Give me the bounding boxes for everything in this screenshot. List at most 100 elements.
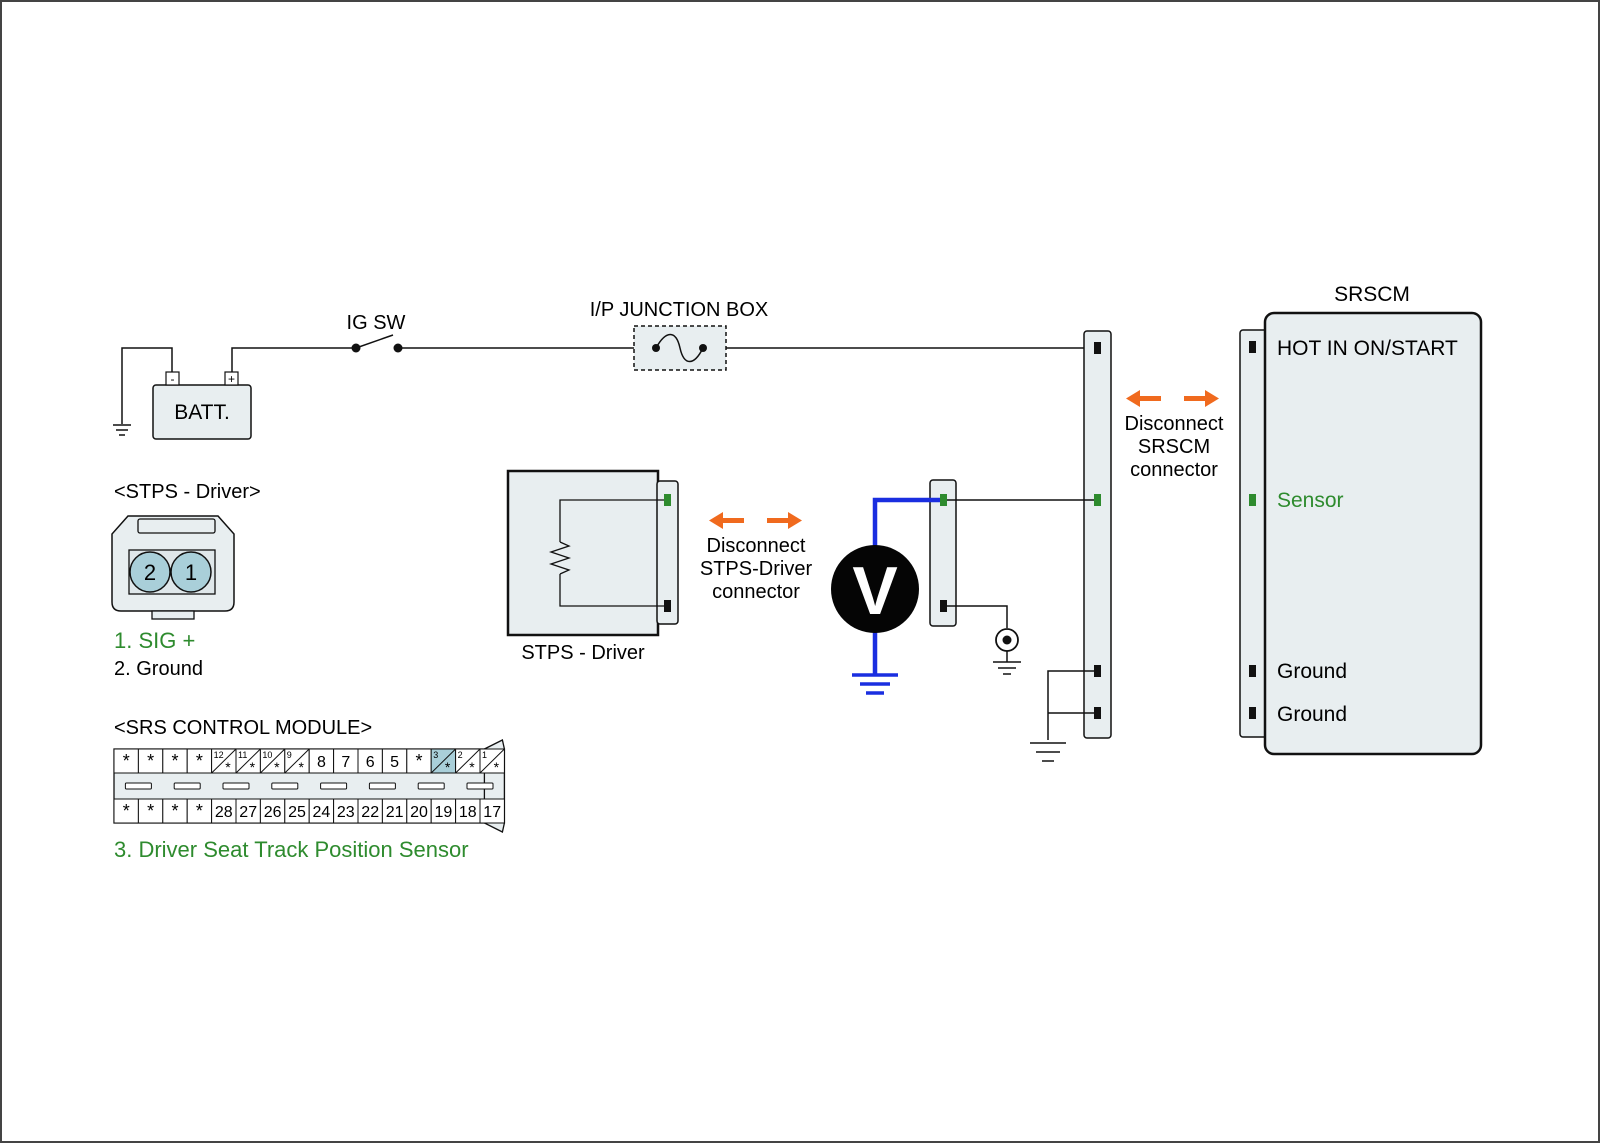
srs-pin-label-22: 22 <box>361 804 379 821</box>
battery-negative-terminal <box>165 371 180 386</box>
battery-positive-terminal <box>224 371 239 386</box>
srs-pin-bottom-17 <box>479 798 505 824</box>
srs-pin-bottom-* <box>162 798 188 824</box>
resistor-icon <box>548 541 572 575</box>
srs-pin-bottom-22 <box>357 798 383 824</box>
srs-pin-bottom-* <box>113 798 139 824</box>
disconnect-stps-line2: STPS-Driver <box>700 558 813 580</box>
srs-pin-number-1: 1 <box>482 750 487 760</box>
disconnect-arrows-icon <box>709 512 802 529</box>
srs-pin-label-23: 23 <box>337 804 355 821</box>
srs-pin-label-*: * <box>196 751 203 771</box>
battery-positive-label: + <box>228 372 235 386</box>
meter-positive-lead <box>872 497 940 548</box>
srs-pin-top-* <box>406 748 432 774</box>
srs-pin-bottom-18 <box>455 798 481 824</box>
srs-pin-label-*: * <box>415 751 422 771</box>
stps-pin-1-label: 1 <box>185 560 197 585</box>
harness-pin-hot <box>1094 342 1101 354</box>
meter-ground-icon <box>852 673 898 695</box>
srs-pin-label-5: 5 <box>390 754 399 771</box>
srs-pin-top-* <box>137 748 164 774</box>
srs-pin-label-8: 8 <box>317 754 326 771</box>
srs-pin-number-3: 3 <box>433 750 438 760</box>
srs-pin-bottom-20 <box>406 798 432 824</box>
srs-pin-label-27: 27 <box>239 804 257 821</box>
srs-pin-label-*: * <box>171 751 178 771</box>
srs-pin-label-*: * <box>147 751 154 771</box>
srs-pin-label-7: 7 <box>341 754 350 771</box>
srs-pin-top-6 <box>357 748 383 774</box>
voltmeter-symbol: V <box>852 553 897 629</box>
srs-pin-star: * <box>494 759 500 775</box>
srs-pin-star: * <box>250 759 256 775</box>
harness-pin-sensor <box>1094 494 1101 506</box>
srscm-pin-ground2-label: Ground <box>1277 703 1347 726</box>
srs-pin-bottom-26 <box>259 798 286 824</box>
disconnect-srscm-line1: Disconnect <box>1125 413 1224 435</box>
srs-pin-bottom-21 <box>381 798 408 824</box>
disconnect-arrows-icon <box>1126 390 1219 407</box>
srs-pin-top-7 <box>333 748 359 774</box>
stps-harness-connector <box>929 479 1094 675</box>
harness-ground-wiring <box>1030 670 1094 762</box>
harness-pin-ground1 <box>1094 665 1101 677</box>
ig-sw-label: IG SW <box>347 312 406 334</box>
srscm-pin-hot-label: HOT IN ON/START <box>1277 337 1458 360</box>
srs-pin-number-11: 11 <box>238 750 247 760</box>
srs-pin-label-20: 20 <box>410 804 428 821</box>
srs-pin-star: * <box>469 759 475 775</box>
srs-pin-label-28: 28 <box>215 804 233 821</box>
srs-pin-label-24: 24 <box>313 804 331 821</box>
srs-pin-star: * <box>274 759 280 775</box>
srs-pin-number-2: 2 <box>458 750 463 760</box>
srs-pin-number-12: 12 <box>214 750 224 760</box>
srs-pin-bottom-19 <box>430 798 457 824</box>
srs-pin-number-9: 9 <box>287 750 292 760</box>
srs-pin-top-* <box>113 748 139 774</box>
stps-legend-2: 2. Ground <box>114 658 203 680</box>
stps-pin-2 <box>129 551 171 593</box>
srscm-title: SRSCM <box>1334 283 1410 306</box>
srs-pin-label-*: * <box>123 801 130 821</box>
srs-pin-label-*: * <box>123 751 130 771</box>
srs-pin-label-25: 25 <box>288 804 306 821</box>
srs-pin-label-*: * <box>147 801 154 821</box>
srs-pin-label-18: 18 <box>459 804 477 821</box>
battery-label: BATT. <box>174 401 230 424</box>
srs-pin-top-8 <box>308 748 335 774</box>
srs-pin-bottom-28 <box>211 798 237 824</box>
stps-connector-face: 2 1 <box>111 515 235 620</box>
stps-driver-label: STPS - Driver <box>521 642 645 664</box>
battery: - + BATT. <box>152 371 252 440</box>
disconnect-stps-line3: connector <box>712 581 800 603</box>
srs-pin-number-10: 10 <box>262 750 272 760</box>
srscm-pin-sensor-label: Sensor <box>1277 489 1344 512</box>
srs-pin-label-26: 26 <box>264 804 282 821</box>
stps-pin-2-label: 2 <box>144 560 156 585</box>
srs-pin-top-5 <box>381 748 408 774</box>
battery-negative-label: - <box>171 372 175 386</box>
srs-pin-label-6: 6 <box>366 754 375 771</box>
stps-driver-component: STPS - Driver <box>506 469 679 664</box>
stps-connector <box>656 480 679 625</box>
srs-legend: 3. Driver Seat Track Position Sensor <box>114 837 469 862</box>
srs-pin-label-*: * <box>196 801 203 821</box>
srs-pin-star: * <box>445 759 451 775</box>
disconnect-srscm-note: Disconnect SRSCM connector <box>1125 390 1224 481</box>
harness-pin-ground2 <box>1094 707 1101 719</box>
srs-pin-star: * <box>225 759 231 775</box>
srs-pin-bottom-* <box>137 798 164 824</box>
disconnect-srscm-line3: connector <box>1130 459 1218 481</box>
srscm-module: SRSCM HOT IN ON/START Sensor Ground Grou… <box>1239 283 1483 756</box>
srs-pin-label-17: 17 <box>483 804 501 821</box>
ignition-switch: IG SW <box>347 312 406 353</box>
harness-connector <box>1083 330 1112 739</box>
srs-pin-bottom-27 <box>235 798 261 824</box>
srs-pin-star: * <box>298 759 304 775</box>
srs-connector-title: <SRS CONTROL MODULE> <box>114 717 372 739</box>
stps-connector-title: <STPS - Driver> <box>114 481 261 503</box>
